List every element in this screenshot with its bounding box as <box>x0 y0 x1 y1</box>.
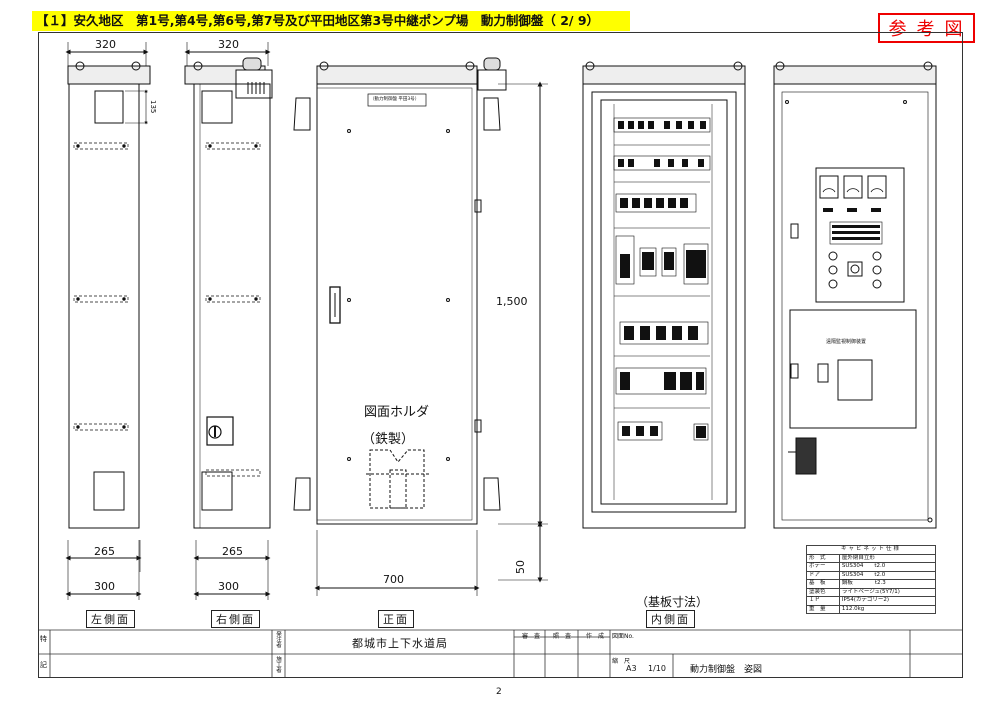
spec-value: 鋼板 t2.3 <box>838 579 937 589</box>
front-nameplate: （動力制御盤 平田3号） <box>370 97 420 102</box>
front-height-dim: 1,500 <box>496 295 528 308</box>
check-column: 審 査 <box>522 633 541 640</box>
special-note-label-1: 特 <box>40 635 47 643</box>
right-top-width-dim: 320 <box>218 38 239 51</box>
right-side-view <box>184 42 273 600</box>
drawing-title-banner: 【１】安久地区 第1号,第4号,第6号,第7号及び平田地区第3号中継ポンプ場 動… <box>32 11 630 31</box>
front-view <box>293 57 548 596</box>
spec-key: 塗装色 <box>806 587 840 597</box>
inner-view-label: 内側面 <box>646 610 695 628</box>
reference-drawing-stamp: 参考図 <box>878 13 975 43</box>
left-side-view <box>65 42 151 600</box>
spec-value: ライトベージュ(5Y7/1) <box>838 587 937 597</box>
drawing-frame <box>38 32 963 678</box>
right-base-inner-dim: 265 <box>222 545 243 558</box>
inner-door-view <box>773 61 937 529</box>
spec-value: SUS304 t2.0 <box>838 562 937 572</box>
title-block <box>38 629 963 678</box>
orderer-label: 発注者 <box>275 631 281 648</box>
spec-value: IP54(カテゴリー2) <box>838 596 937 606</box>
organization-name: 都城市上下水道局 <box>352 637 448 650</box>
spec-key: 基 板 <box>806 579 840 589</box>
drawing-holder-material: （鉄製） <box>362 432 415 447</box>
right-view-label: 右側面 <box>211 610 260 628</box>
left-view-label: 左側面 <box>86 610 135 628</box>
spec-value: 屋外閉自立形 <box>838 553 937 563</box>
spec-key: 形 式 <box>806 553 840 563</box>
spec-key: ボデー <box>806 562 840 572</box>
base-height-dim: 50 <box>514 560 527 574</box>
page-number: 2 <box>496 687 502 697</box>
spec-title: キャビネット仕様 <box>806 545 936 555</box>
left-top-width-dim: 320 <box>95 38 116 51</box>
window-height-dim: 135 <box>149 100 157 114</box>
front-width-dim: 700 <box>383 573 404 586</box>
review-column: 照 査 <box>553 633 572 640</box>
contractor-label: 施工者 <box>275 656 281 673</box>
front-view-label: 正面 <box>378 610 414 628</box>
left-base-inner-dim: 265 <box>94 545 115 558</box>
spec-value: SUS304 t2.0 <box>838 570 937 580</box>
spec-key: ドア <box>806 570 840 580</box>
scale-label: 縮 尺 <box>612 658 631 665</box>
right-base-outer-dim: 300 <box>218 580 239 593</box>
drawing-name: 動力制御盤 姿図 <box>690 665 763 675</box>
base-dimension-note: （基板寸法） <box>636 595 709 609</box>
special-note-label-2: 記 <box>40 661 47 669</box>
make-column: 作 成 <box>586 633 605 640</box>
spec-key: ＩＰ <box>806 596 840 606</box>
inner-view <box>582 61 746 529</box>
drawing-holder-label: 図面ホルダ <box>364 405 430 420</box>
spec-key: 重 量 <box>806 604 840 614</box>
inner-door-nameplate: 遠隔監視制御装置 <box>826 339 867 345</box>
left-base-outer-dim: 300 <box>94 580 115 593</box>
spec-value: 112.0kg <box>838 604 937 614</box>
paper-size: A3 <box>626 664 637 673</box>
drawing-number-label: 図面No. <box>612 633 634 640</box>
drawing-scale: 1/10 <box>648 664 666 673</box>
